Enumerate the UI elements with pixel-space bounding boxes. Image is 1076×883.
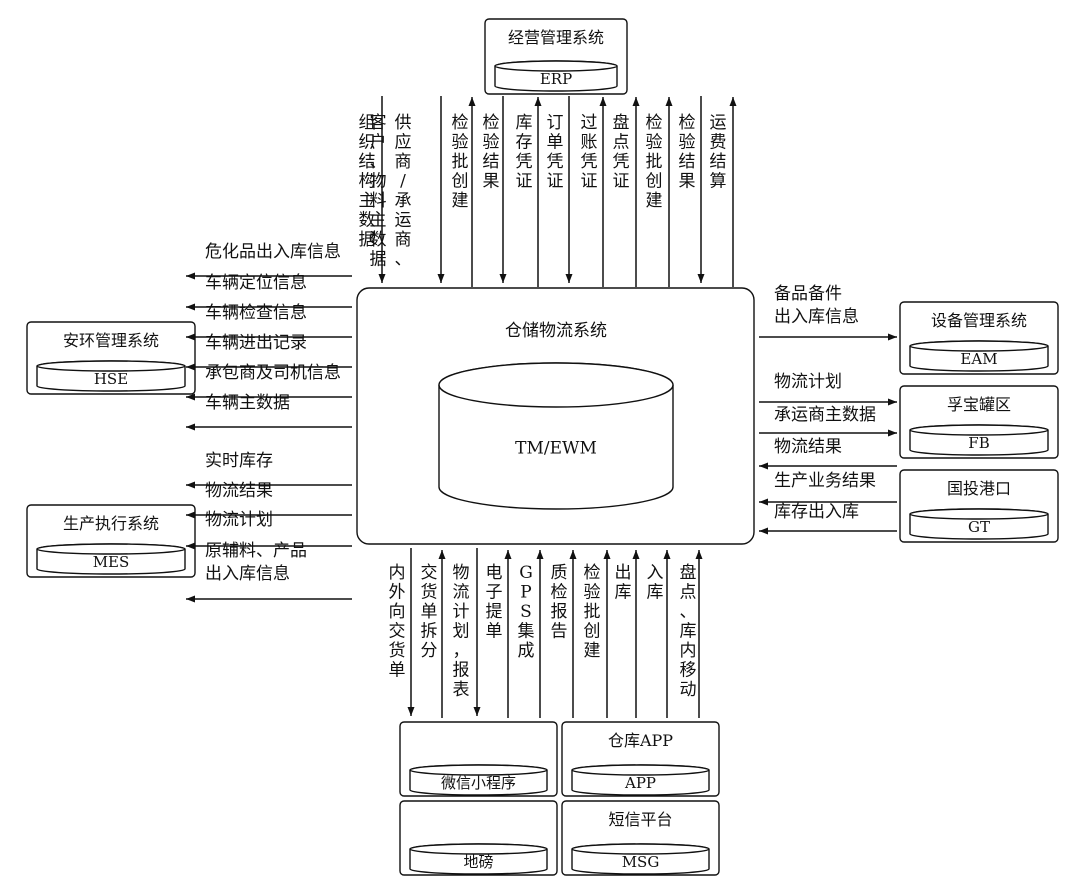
hse-system-title: 安环管理系统 [63, 331, 159, 350]
hse-flow-label: 车辆主数据 [205, 393, 290, 413]
hse-db-label: HSE [94, 370, 128, 388]
fb-system-title: 孚宝罐区 [947, 395, 1011, 414]
erp-db: ERP [494, 60, 618, 92]
bottom-flow-label: 质检报告 [551, 563, 568, 642]
msg-system-box: 短信平台 MSG [561, 800, 720, 876]
bottom-flow-label: 电子提单 [486, 563, 503, 642]
mes-system-title: 生产执行系统 [63, 514, 159, 533]
right-flow-label: 备品备件 [774, 284, 842, 304]
top-flow-label: 运费结算 [710, 113, 727, 192]
top-flow-label: 客户、物料主数据 [370, 113, 387, 270]
top-flow-label: 库存凭证 [516, 113, 533, 192]
gt-system-title: 国投港口 [947, 479, 1011, 498]
bottom-flow-label: 盘点、库内移动 [680, 563, 697, 700]
eam-system-box: 设备管理系统 EAM [899, 301, 1059, 375]
db-db-label: 地磅 [463, 853, 493, 871]
mes-flow-label: 物流结果 [205, 481, 273, 501]
msg-system-title: 短信平台 [608, 810, 672, 829]
mes-flow-label: 物流计划 [205, 510, 273, 530]
mes-flow-label: 原辅料、产品 [205, 541, 307, 561]
gt-db-label: GT [968, 518, 990, 536]
hse-flow-label: 车辆定位信息 [205, 273, 307, 293]
wx-system-box: 微信小程序 [399, 721, 558, 797]
app-db: APP [571, 764, 710, 796]
erp-system-box: 经营管理系统 ERP [484, 18, 628, 95]
app-db-label: APP [624, 774, 656, 792]
mes-flow-label: 实时库存 [205, 451, 273, 471]
mes-system-box: 生产执行系统 MES [26, 504, 196, 578]
center-system-box: 仓储物流系统 TM/EWM [356, 287, 755, 545]
right-flow-label: 承运商主数据 [774, 405, 876, 425]
fb-system-box: 孚宝罐区 FB [899, 385, 1059, 459]
top-flow-label: 组织结构主数据 [359, 113, 376, 250]
wx-db-label: 微信小程序 [441, 774, 516, 792]
top-flow-label: 检验批创建 [646, 113, 663, 211]
fb-db: FB [909, 424, 1049, 456]
right-flow-label: 物流计划 [774, 372, 842, 392]
app-system-box: 仓库APP APP [561, 721, 720, 797]
top-flow-label: 检验批创建 [452, 113, 469, 211]
db-system-box: 地磅 [399, 800, 558, 876]
center-db: TM/EWM [438, 362, 674, 510]
hse-db: HSE [36, 360, 186, 392]
top-flow-label: 订单凭证 [547, 113, 564, 192]
right-flow-label: 物流结果 [774, 437, 842, 457]
eam-db-label: EAM [960, 350, 997, 368]
wx-db: 微信小程序 [409, 764, 548, 796]
msg-db: MSG [571, 843, 710, 875]
right-flow-label: 出入库信息 [774, 307, 859, 327]
fb-db-label: FB [968, 434, 989, 452]
bottom-flow-label: 内外向交货单 [389, 563, 406, 681]
top-flow-label: 检验结果 [679, 113, 696, 192]
gt-system-box: 国投港口 GT [899, 469, 1059, 543]
hse-flow-label: 车辆进出记录 [205, 333, 307, 353]
mes-flow-label: 出入库信息 [205, 564, 290, 584]
center-system-title: 仓储物流系统 [505, 321, 607, 341]
bottom-flow-label: 交货单拆分 [421, 563, 438, 661]
top-flow-label: 盘点凭证 [613, 113, 630, 192]
bottom-flow-label: 入库 [647, 563, 664, 603]
hse-flow-label: 车辆检查信息 [205, 303, 307, 323]
center-db-label: TM/EWM [515, 438, 597, 458]
bottom-flow-label: 出库 [615, 563, 632, 603]
top-flow-label: 过账凭证 [581, 113, 598, 192]
erp-system-title: 经营管理系统 [508, 28, 604, 47]
eam-db: EAM [909, 340, 1049, 372]
top-flow-label: 检验结果 [483, 113, 500, 192]
bottom-flow-label: 检验批创建 [584, 563, 601, 661]
msg-db-label: MSG [622, 853, 660, 871]
db-db: 地磅 [409, 843, 548, 875]
mes-db: MES [36, 543, 186, 575]
hse-system-box: 安环管理系统 HSE [26, 321, 196, 395]
eam-system-title: 设备管理系统 [931, 311, 1027, 330]
mes-db-label: MES [93, 553, 130, 571]
erp-db-label: ERP [540, 70, 572, 88]
hse-flow-label: 危化品出入库信息 [205, 242, 341, 262]
bottom-flow-label: 物流计划，报表 [453, 563, 470, 700]
top-flow-label: 供应商/承运商、 [395, 113, 412, 270]
hse-flow-label: 承包商及司机信息 [205, 363, 341, 383]
gt-db: GT [909, 508, 1049, 540]
app-system-title: 仓库APP [608, 731, 673, 750]
right-flow-label: 库存出入库 [774, 502, 859, 522]
right-flow-label: 生产业务结果 [774, 471, 876, 491]
